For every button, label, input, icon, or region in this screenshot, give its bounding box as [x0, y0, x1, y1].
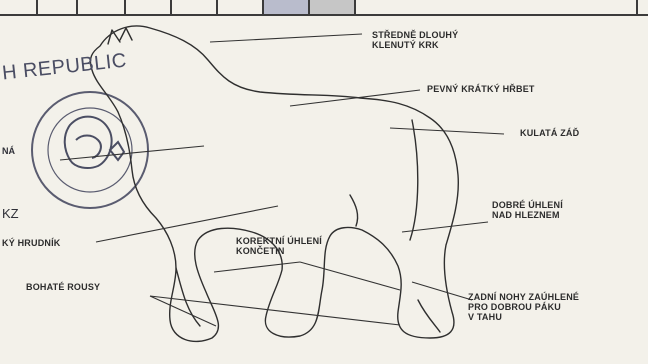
stamp-circle [32, 92, 148, 208]
label-back: PEVNÝ KRÁTKÝ HŘBET [427, 84, 535, 94]
stamp-emblem-icon [65, 117, 124, 168]
label-chest: KÝ HRUDNÍK [2, 238, 61, 248]
horse-outline-icon [90, 26, 458, 341]
stamp-side-text: NÁ [2, 146, 15, 156]
annotation-lines [60, 34, 504, 326]
label-hind-legs: ZADNÍ NOHY ZAÚHLENÉ PRO DOBROU PÁKU V TA… [468, 292, 579, 322]
label-feathering: BOHATÉ ROUSY [26, 282, 100, 292]
label-croup: KULATÁ ZÁĎ [520, 128, 579, 138]
label-hock-angle: DOBRÉ ÚHLENÍ NAD HLEZNEM [492, 200, 563, 220]
label-neck: STŘEDNĚ DLOUHÝ KLENUTÝ KRK [372, 30, 458, 50]
stamp-side-text-2: KZ [2, 206, 19, 221]
label-legs-angle: KOREKTNÍ ÚHLENÍ KONČETIN [236, 236, 322, 256]
